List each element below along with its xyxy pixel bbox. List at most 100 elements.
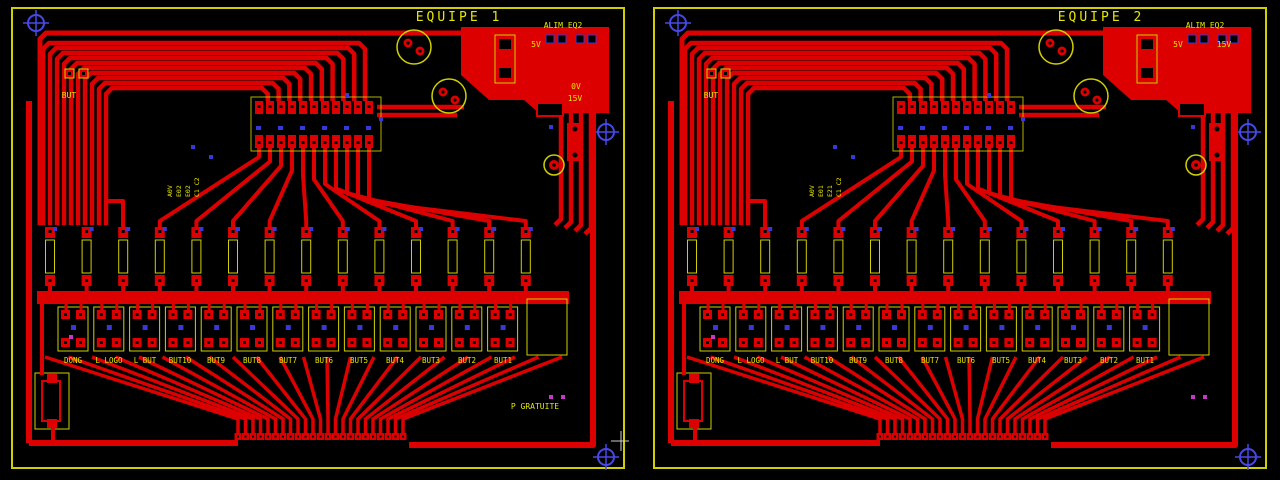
footprint-label: BUT10 (811, 356, 834, 365)
connector-pad (996, 433, 1004, 440)
connector-pad (309, 433, 317, 440)
connector-pad (914, 433, 921, 440)
silkscreen-text-layer: EQUIPE 2 ALIM EQ2 5V 15V BUT A0V E01 E21… (704, 10, 1232, 365)
via (561, 395, 565, 399)
board-outline (11, 7, 625, 469)
connector-pad (249, 433, 257, 440)
via (1191, 395, 1195, 399)
copper-traces (682, 304, 697, 443)
connector-pad (966, 433, 974, 440)
but-pads (706, 68, 731, 79)
relay-footprint (308, 304, 340, 352)
connector-pad (1034, 433, 1041, 440)
connector-pad (959, 433, 966, 440)
via (549, 395, 553, 399)
component-footprint (1053, 227, 1065, 297)
relay-footprint (914, 304, 946, 352)
relay-footprint (487, 304, 519, 352)
silkscreen-text-layer: EQUIPE 1 ALIM EQ2 5V 0V 15V BUT A0V E02 … (62, 10, 583, 411)
connector-pad (324, 433, 332, 440)
power-pad (587, 34, 597, 44)
but-label: BUT (62, 91, 77, 100)
component-footprint (567, 123, 583, 161)
connector-pad (884, 433, 891, 440)
connector-pad (989, 433, 996, 440)
side-label-2: E02 (175, 185, 183, 197)
connector-pad (354, 433, 362, 440)
side-label-1: A0V (166, 185, 174, 197)
pcb-board-equipe-2[interactable]: EQUIPE 2 ALIM EQ2 5V 15V BUT A0V E01 E21… (651, 5, 1271, 475)
relay-footprint (1129, 304, 1161, 352)
gratuite-label: P GRATUITE (511, 402, 559, 411)
component-footprint (191, 227, 204, 297)
footprint-label: BUT9 (207, 356, 225, 365)
component-footprint (943, 227, 956, 297)
power-label-5v: 5V (531, 40, 541, 49)
connector-pad (876, 433, 884, 440)
connector-pad (1026, 433, 1034, 440)
connector-traces (686, 355, 1205, 433)
power-label-5v: 5V (1173, 40, 1183, 49)
footprint-label: BUT5 (350, 356, 368, 365)
connector-pad (362, 433, 369, 440)
diode-footprint (1178, 102, 1206, 117)
but-label: BUT (704, 91, 719, 100)
component-footprint (81, 227, 94, 297)
component-footprint (1016, 227, 1029, 297)
mounting-hole (593, 119, 619, 145)
relay-footprint (806, 304, 838, 352)
connector-pad (981, 433, 989, 440)
connector-pad (317, 433, 324, 440)
crystal-footprint (1038, 29, 1074, 65)
footprint-label: BUT4 (386, 356, 405, 365)
connector-pad (951, 433, 959, 440)
via (987, 93, 991, 97)
relay-footprint (771, 304, 803, 352)
connector-traces (44, 355, 563, 433)
connector-pad (272, 433, 279, 440)
relay-footprint (985, 304, 1017, 352)
connector-pad (1019, 433, 1026, 440)
connector-pad (1011, 433, 1019, 440)
pcb-copper-art (11, 7, 625, 470)
crystal-footprint (1073, 78, 1109, 114)
via (345, 93, 349, 97)
diode-footprint (676, 372, 712, 430)
relay-group-outline (526, 298, 568, 356)
component-footprint (760, 227, 773, 297)
pcb-board-equipe-1[interactable]: EQUIPE 1 ALIM EQ2 5V 0V 15V BUT A0V E02 … (9, 5, 629, 475)
relay-footprint (379, 304, 411, 352)
power-pad (557, 34, 567, 44)
component-footprint (447, 227, 460, 297)
footprint-label: BUT1 (1136, 356, 1154, 365)
footprint-label: BUT3 (422, 356, 440, 365)
board-outline (653, 7, 1267, 469)
component-footprint (906, 227, 919, 297)
connector-pad (242, 433, 249, 440)
copper-traces (26, 30, 596, 448)
mounting-hole (593, 444, 619, 470)
board-title: EQUIPE 1 (416, 10, 503, 25)
via (833, 145, 837, 149)
relay-footprint (699, 304, 731, 352)
component-footprint (484, 227, 497, 297)
mounting-hole (1235, 444, 1261, 470)
footprint-label: BUT2 (1100, 356, 1118, 365)
connector-pad (339, 433, 347, 440)
connector-pad (257, 433, 264, 440)
connector-pad (294, 433, 302, 440)
footprint-label: BUT9 (849, 356, 867, 365)
connector-pad (974, 433, 981, 440)
relay-footprint (878, 304, 910, 352)
connector-pad (369, 433, 377, 440)
but-pads (64, 68, 89, 79)
power-pad (545, 34, 555, 44)
ic-footprint (250, 96, 382, 152)
power-pad (575, 34, 585, 44)
relay-footprint (343, 304, 375, 352)
footprint-label: BUT8 (243, 356, 262, 365)
component-footprint (264, 227, 277, 297)
diode-footprint (536, 102, 564, 117)
relay-footprint (272, 304, 304, 352)
